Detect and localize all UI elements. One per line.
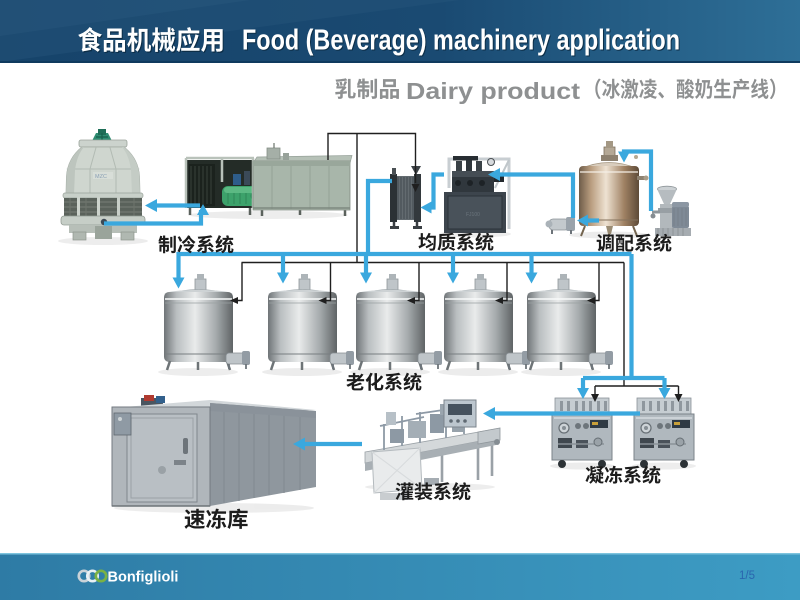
- svg-text:Food (Beverage) machinery appl: Food (Beverage) machinery application: [243, 26, 681, 58]
- svg-text:FJ100: FJ100: [466, 212, 480, 218]
- svg-text:1/5: 1/5: [739, 570, 755, 582]
- svg-text:Dairy product: Dairy product: [406, 78, 580, 104]
- svg-text:MZC: MZC: [95, 174, 107, 180]
- svg-text:Food (Beverage) machinery appl: Food (Beverage) machinery application: [242, 25, 680, 57]
- svg-text:Bonfiglioli: Bonfiglioli: [108, 570, 179, 586]
